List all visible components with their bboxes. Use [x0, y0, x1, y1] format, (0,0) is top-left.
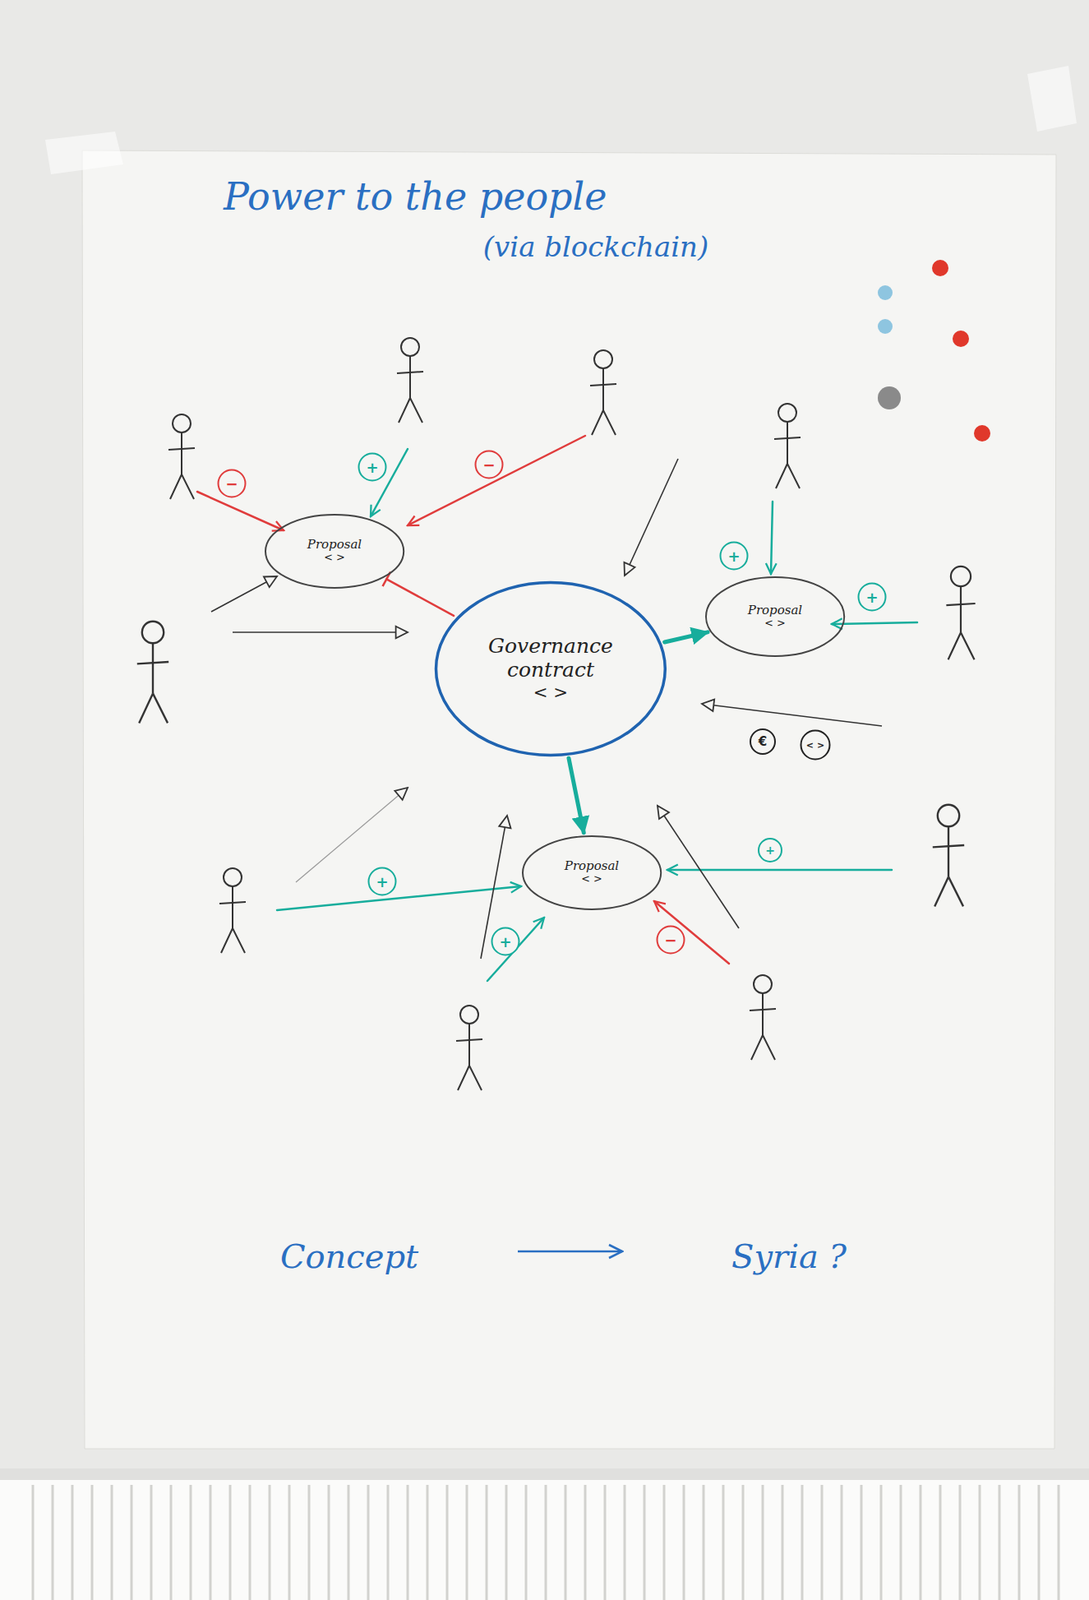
tape: [45, 131, 124, 175]
vote-sign: +: [757, 837, 783, 863]
submit-arrow: [624, 458, 679, 576]
proposal-ellipse: Proposal< >: [521, 834, 663, 911]
node-title: Proposal: [729, 603, 821, 618]
vote-dot: [877, 386, 901, 410]
node-content: Proposal< >: [289, 537, 380, 564]
vote-dot: [952, 330, 970, 347]
subtitle: (via blockchain): [483, 230, 709, 264]
vote-sign: +: [491, 927, 521, 956]
vote-dots: [877, 259, 991, 442]
code-symbol: < >: [289, 551, 380, 564]
vote-against-arrow: [197, 491, 284, 531]
node-content: Proposal< >: [546, 858, 637, 886]
submit-arrows: [211, 458, 882, 959]
vote-for-arrow: [487, 917, 545, 981]
radiator: [0, 1467, 1089, 1600]
stick-figure: [219, 867, 246, 953]
currency-symbol: €: [749, 728, 776, 755]
stick-figure: [932, 804, 965, 907]
stick-figure: [168, 414, 195, 499]
execute-arrow: [664, 632, 708, 642]
vote-sign: +: [858, 582, 887, 612]
submit-arrow: [211, 576, 277, 612]
node-title: Proposal: [546, 858, 637, 873]
vote-dot: [877, 285, 893, 300]
vote-sign: −: [656, 925, 686, 955]
node-title: Proposal: [289, 537, 380, 552]
submit-arrow: [295, 787, 408, 882]
radiator-fins: [32, 1484, 1059, 1600]
ellipse-border: [265, 514, 404, 588]
title: Power to the people: [223, 174, 608, 219]
stick-figure: [590, 350, 617, 435]
paper-sheet: [82, 150, 1057, 1449]
stick-figure: [774, 403, 801, 489]
radiator-top: [0, 1467, 1089, 1480]
tape: [1027, 65, 1077, 132]
submit-arrow: [232, 631, 408, 633]
stick-figure: [456, 1005, 483, 1090]
stick-figure: [945, 566, 975, 660]
contract-ellipse: Governance contract< >: [433, 579, 669, 758]
code-symbol: < >: [800, 729, 831, 761]
caption-arrow: [517, 1250, 623, 1253]
caption-word: Syria ?: [731, 1236, 847, 1275]
vote-sign: −: [217, 469, 247, 499]
node-content: Proposal< >: [729, 603, 821, 630]
caption-word: Concept: [280, 1236, 419, 1275]
inhibit-connector: [386, 578, 454, 615]
ellipse-border: [706, 576, 845, 656]
stick-figure: [137, 621, 169, 724]
funding-arrow: [701, 703, 882, 726]
submit-arrow: [657, 805, 739, 928]
node-title: Governance contract: [472, 634, 629, 683]
code-symbol: < >: [472, 682, 629, 702]
vote-sign: −: [475, 450, 504, 480]
vote-dot: [973, 424, 991, 442]
vote-against-arrow: [654, 900, 730, 964]
vote-dot: [877, 318, 893, 334]
vote-for-arrow: [770, 501, 773, 574]
execute-arrow: [568, 757, 584, 833]
vote-sign: +: [719, 541, 749, 571]
stick-figure: [749, 974, 776, 1060]
stick-figure: [396, 337, 424, 423]
vote-dot: [932, 259, 949, 277]
proposal-ellipse: Proposal< >: [263, 512, 406, 590]
vote-sign: +: [368, 867, 397, 896]
vote-arrows: [197, 435, 918, 981]
code-symbol: < >: [546, 872, 637, 886]
vote-for-arrow: [831, 622, 918, 624]
code-symbol: < >: [729, 617, 821, 630]
node-content: Governance contract< >: [472, 634, 629, 702]
vote-against-arrow: [407, 435, 586, 526]
ellipse-border: [436, 581, 666, 755]
people: [137, 337, 976, 1090]
vote-for-arrow: [276, 885, 522, 910]
proposal-ellipse: Proposal< >: [704, 575, 846, 658]
ellipse-border: [522, 835, 661, 910]
vote-sign: +: [358, 452, 388, 482]
